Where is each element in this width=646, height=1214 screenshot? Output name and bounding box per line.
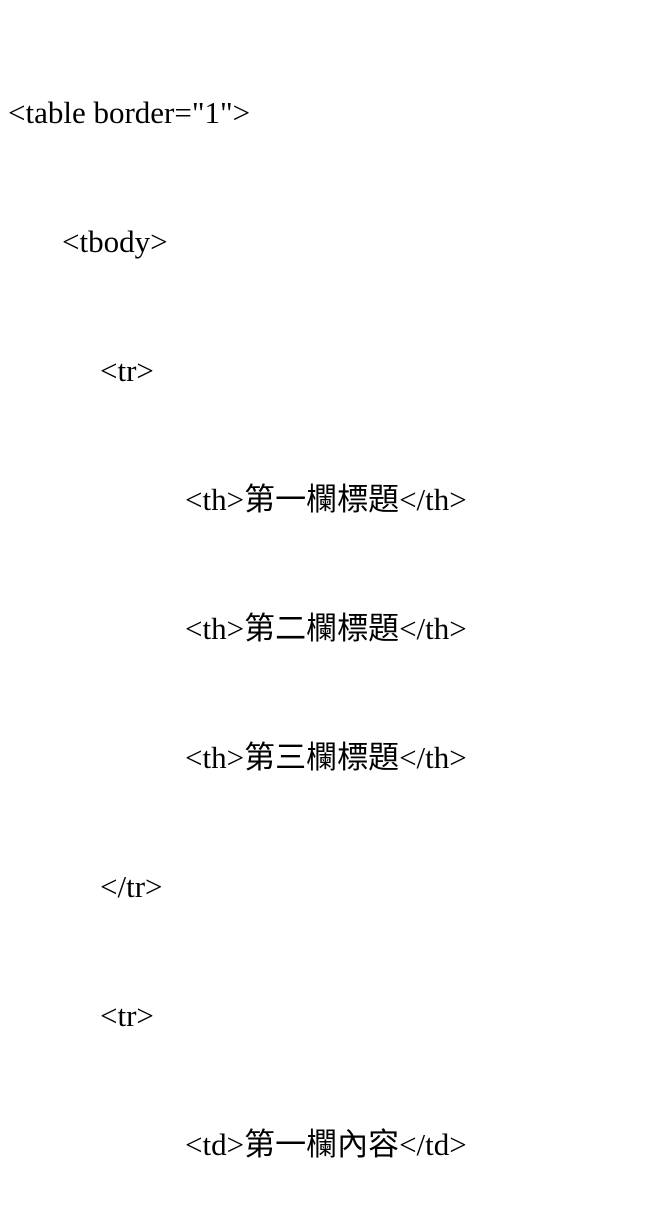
- code-line: <tbody>: [62, 224, 168, 259]
- code-line: <table border="1">: [8, 95, 251, 130]
- code-line: <tr>: [100, 353, 154, 388]
- code-line: <th>第二欄標題</th>: [185, 611, 467, 646]
- code-line: <td>第一欄內容</td>: [185, 1127, 467, 1162]
- code-line: </tr>: [100, 869, 163, 904]
- code-line: <tr>: [100, 998, 154, 1033]
- code-line: <th>第一欄標題</th>: [185, 482, 467, 517]
- code-line: <th>第三欄標題</th>: [185, 740, 467, 775]
